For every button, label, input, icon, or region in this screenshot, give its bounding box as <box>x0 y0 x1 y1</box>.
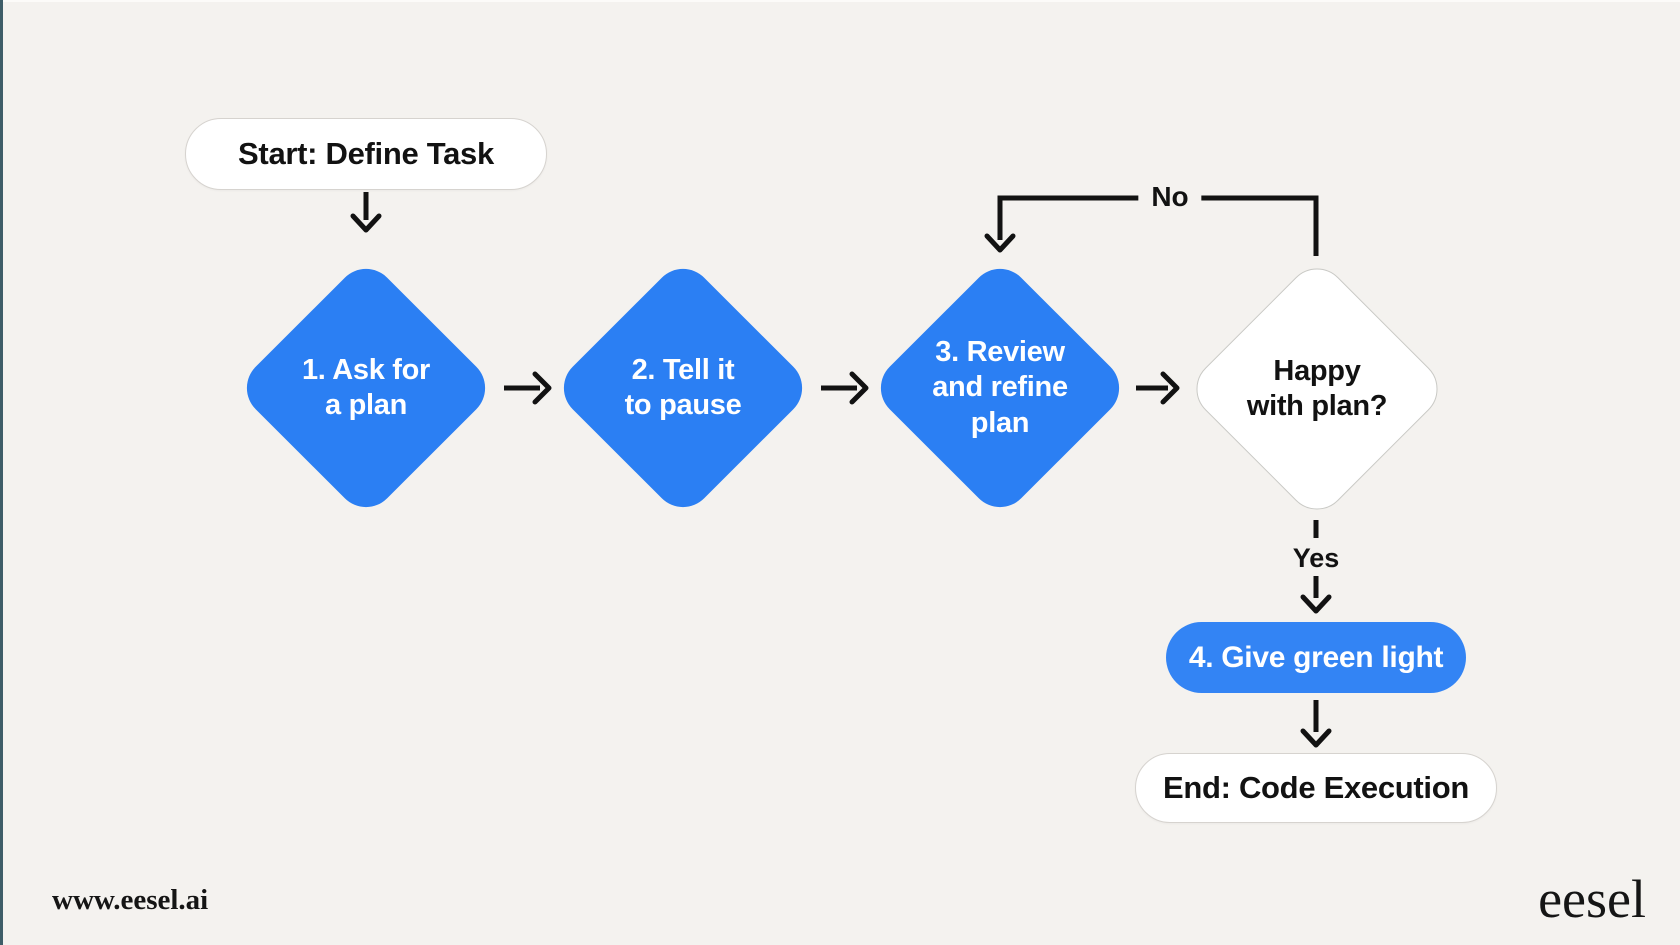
arrowhead-right-icon <box>1160 371 1180 405</box>
decision-line2: with plan? <box>1246 390 1388 422</box>
edge-label-no: No <box>1138 181 1202 213</box>
arrowhead-right-icon <box>849 371 869 405</box>
step1-line2: a plan <box>325 389 407 421</box>
eesel-logo: eesel <box>1538 869 1646 929</box>
step1-line1: 1. Ask for <box>301 353 431 386</box>
step3-line1: 3. Review <box>935 335 1065 368</box>
start-node: Start: Define Task <box>185 118 547 190</box>
start-node-label: Start: Define Task <box>238 136 494 171</box>
step3-node-label: 3. Review and refine plan <box>907 295 1093 481</box>
step1-node-label: 1. Ask for a plan <box>273 295 459 481</box>
step3-line2: and refine <box>932 371 1068 404</box>
arrowhead-down-icon <box>350 213 382 233</box>
step2-line2: to pause <box>624 389 742 421</box>
step4-node: 4. Give green light <box>1166 622 1466 693</box>
arrowhead-down-icon <box>1300 594 1332 614</box>
decision-line1: Happy <box>1273 354 1361 387</box>
arrowhead-right-icon <box>532 371 552 405</box>
step4-node-label: 4. Give green light <box>1188 640 1444 674</box>
left-edge-stripe <box>0 0 3 945</box>
step3-line3: plan <box>970 406 1030 439</box>
arrowhead-down-icon <box>984 233 1016 253</box>
step2-node: 2. Tell it to pause <box>551 256 815 520</box>
edge-label-yes: Yes <box>1292 543 1340 573</box>
step2-line1: 2. Tell it <box>631 353 735 386</box>
step2-node-label: 2. Tell it to pause <box>590 295 776 481</box>
end-node-label: End: Code Execution <box>1162 770 1470 805</box>
footer-website-url: www.eesel.ai <box>52 884 209 916</box>
top-edge-stripe <box>0 0 1680 2</box>
step3-node: 3. Review and refine plan <box>868 256 1132 520</box>
step1-node: 1. Ask for a plan <box>234 256 498 520</box>
end-node: End: Code Execution <box>1135 753 1497 823</box>
decision-node-label: Happy with plan? <box>1224 296 1410 482</box>
arrowhead-down-icon <box>1300 728 1332 748</box>
